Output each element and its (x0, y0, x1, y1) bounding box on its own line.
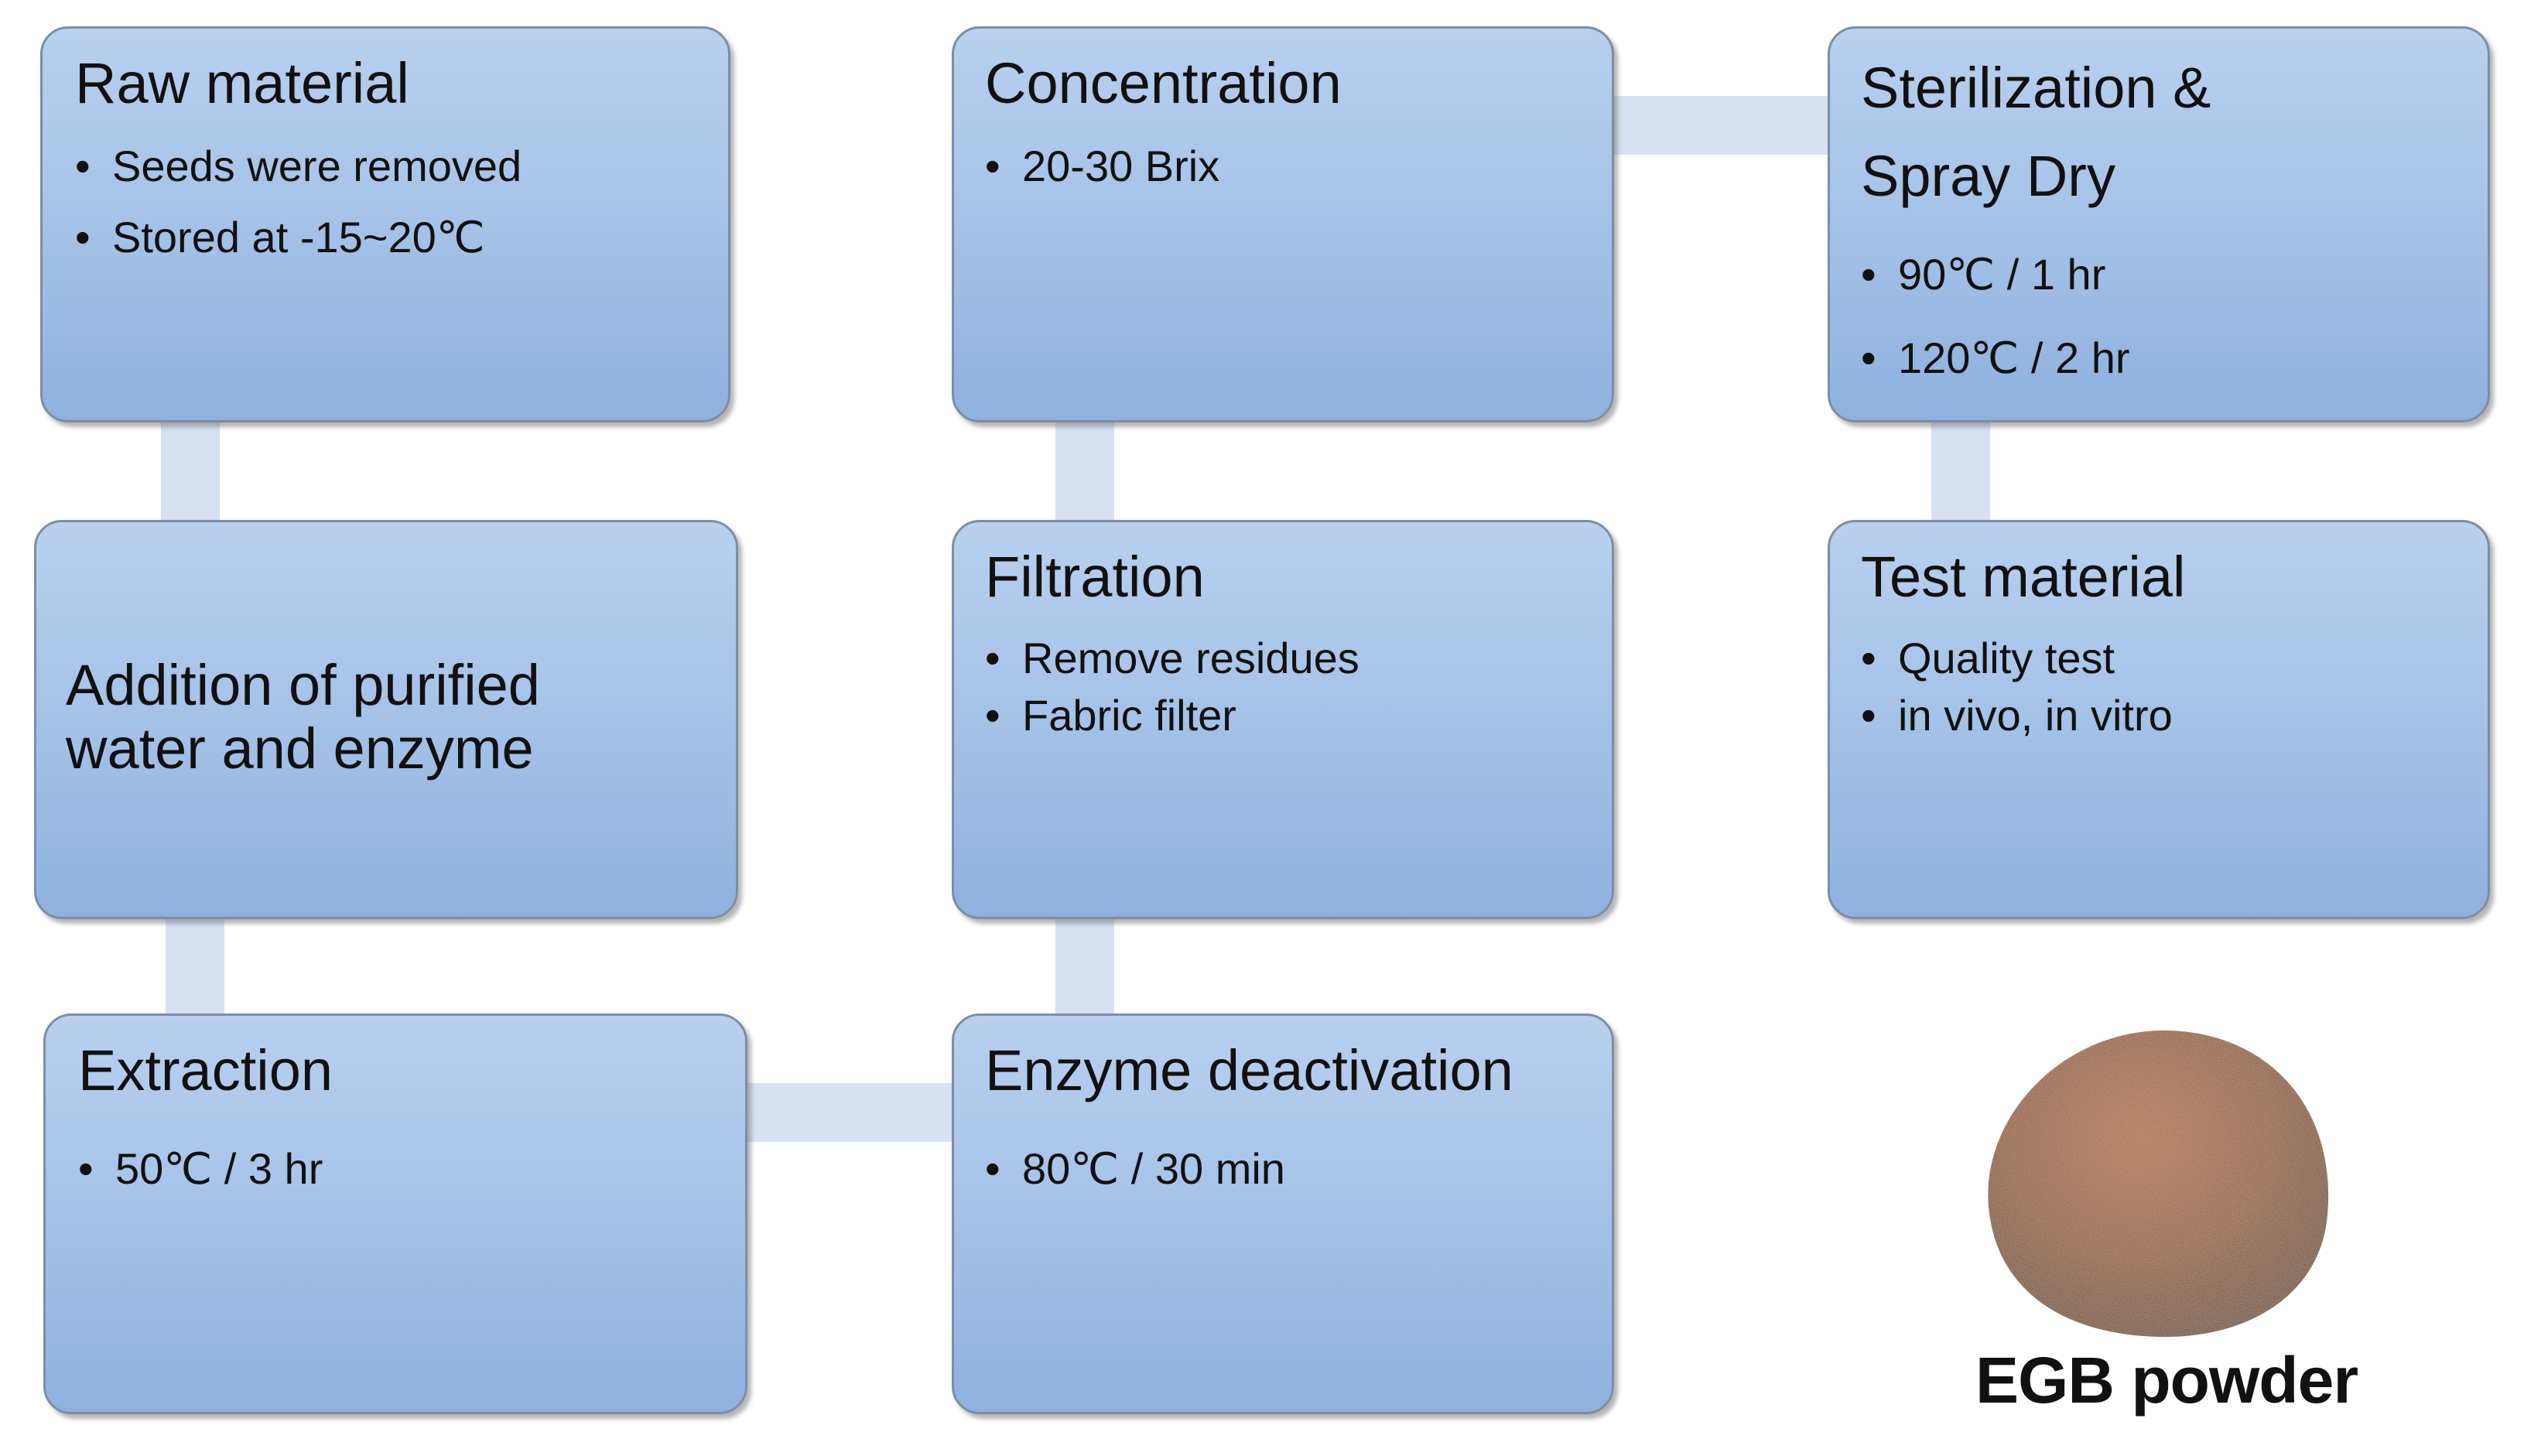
step-bullets: • Quality test • in vivo, in vitro (1861, 637, 2173, 737)
connector-raw-to-addition (161, 418, 220, 526)
bullet-item: • Seeds were removed (75, 145, 522, 188)
step-sterilization-spray-dry: Sterilization & Spray Dry •90℃ / 1 hr •1… (1828, 26, 2490, 422)
bullet-icon: • (985, 691, 1000, 740)
bullet-icon: • (1861, 333, 1876, 382)
bullet-item: • Fabric filter (985, 694, 1359, 737)
step-title: Sterilization & Spray Dry (1861, 44, 2211, 220)
step-addition: Addition of purified water and enzyme (34, 520, 738, 919)
connector-deactivation-to-filtration (1055, 913, 1114, 1021)
bullet-item: • 20-30 Brix (985, 145, 1219, 188)
step-extraction: Extraction • 50℃ / 3 hr (43, 1013, 747, 1414)
step-title: Extraction (78, 1038, 333, 1102)
bullet-item: • Quality test (1861, 637, 2173, 680)
bullet-text: Stored at -15~20℃ (112, 213, 485, 261)
step-bullets: • 20-30 Brix (985, 145, 1219, 188)
bullet-item: • 80℃ / 30 min (985, 1147, 1285, 1191)
step-bullets: • Remove residues • Fabric filter (985, 637, 1359, 737)
step-title: Addition of purified water and enzyme (66, 653, 540, 781)
bullet-icon: • (985, 142, 1000, 190)
bullet-item: • 50℃ / 3 hr (78, 1147, 323, 1191)
bullet-text: Fabric filter (1022, 691, 1236, 740)
step-title: Raw material (75, 51, 409, 115)
bullet-icon: • (1861, 634, 1876, 682)
bullet-text: Quality test (1898, 634, 2115, 682)
step-bullets: • Seeds were removed • Stored at -15~20℃ (75, 145, 522, 259)
powder-mound-image (1988, 1030, 2329, 1338)
bullet-item: • in vivo, in vitro (1861, 694, 2173, 737)
step-title-line: Sterilization & (1861, 56, 2211, 120)
step-title: Filtration (985, 545, 1205, 609)
connector-extraction-to-deactivation (743, 1083, 959, 1142)
step-bullets: • 50℃ / 3 hr (78, 1147, 323, 1191)
bullet-icon: • (75, 142, 91, 190)
step-title: Test material (1861, 545, 2186, 609)
bullet-text: Remove residues (1022, 634, 1359, 682)
bullet-item: • Remove residues (985, 637, 1359, 680)
step-title: Enzyme deactivation (985, 1038, 1513, 1102)
bullet-item: • Stored at -15~20℃ (75, 216, 522, 259)
bullet-text: 120℃ / 2 hr (1898, 333, 2130, 382)
bullet-icon: • (1861, 250, 1876, 299)
step-test-material: Test material • Quality test • in vivo, in… (1828, 520, 2490, 919)
step-bullets: •90℃ / 1 hr •120℃ / 2 hr (1861, 253, 2130, 380)
connector-addition-to-extraction (166, 913, 224, 1021)
step-title-line: Spray Dry (1861, 144, 2115, 208)
bullet-text: in vivo, in vitro (1898, 691, 2173, 740)
bullet-icon: • (75, 213, 91, 261)
bullet-icon: • (1861, 691, 1876, 740)
bullet-item: •120℃ / 2 hr (1861, 337, 2130, 380)
bullet-text: 20-30 Brix (1022, 142, 1220, 190)
step-raw-material: Raw material • Seeds were removed • Stored… (40, 26, 730, 422)
step-bullets: • 80℃ / 30 min (985, 1147, 1285, 1191)
bullet-text: 50℃ / 3 hr (115, 1144, 323, 1193)
step-filtration: Filtration • Remove residues • Fabric filt… (952, 520, 1614, 919)
bullet-text: 90℃ / 1 hr (1898, 250, 2106, 299)
bullet-icon: • (985, 1144, 1000, 1193)
step-title: Concentration (985, 51, 1342, 115)
connector-concentration-to-sterilization (1609, 96, 1834, 155)
powder-caption: EGB powder (1975, 1344, 2358, 1417)
step-enzyme-deactivation: Enzyme deactivation • 80℃ / 30 min (952, 1013, 1614, 1414)
bullet-icon: • (985, 634, 1000, 682)
step-concentration: Concentration • 20-30 Brix (952, 26, 1614, 422)
bullet-item: • 90℃ / 1 hr (1861, 253, 2130, 296)
connector-sterilization-to-test (1931, 418, 1990, 526)
bullet-icon: • (78, 1144, 94, 1193)
bullet-text: 80℃ / 30 min (1022, 1144, 1285, 1193)
connector-filtration-to-concentration (1055, 418, 1114, 526)
bullet-text: Seeds were removed (112, 142, 522, 190)
